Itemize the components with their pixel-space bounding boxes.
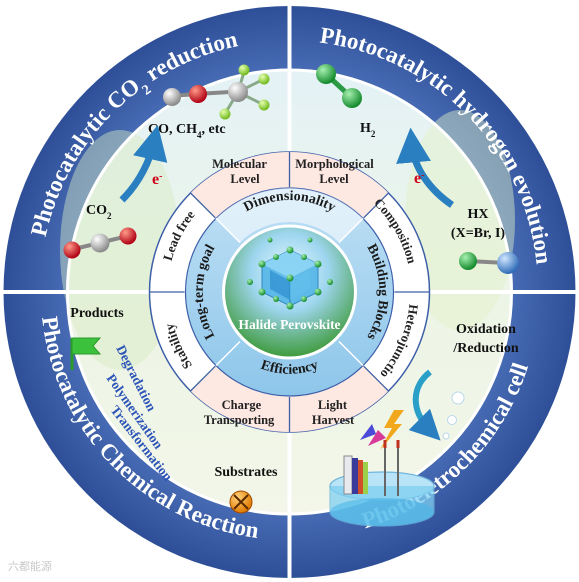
hx-formula-label: (X=Br, I): [451, 226, 505, 241]
background-haze: [405, 110, 515, 330]
co2-arrow-curve-icon: [119, 124, 168, 203]
electrochemical-cell-icon: [329, 440, 435, 527]
pec-arrow-curve-icon: [408, 369, 441, 441]
bubble-icons: [442, 391, 465, 440]
h2-molecule-icon: [316, 64, 362, 108]
inner-ring-dividers: [215, 217, 364, 367]
label-charge-transporting: Charge Transporting: [204, 398, 275, 427]
perovskite-crystal-icon: [247, 237, 333, 310]
h2-arrow-curve-icon: [396, 127, 455, 208]
co2-product-molecule-icon: [163, 64, 270, 120]
substrates-label: Substrates: [214, 465, 278, 480]
co2-electron-label: e-: [152, 171, 162, 189]
label-morphological-level: Morphological Level: [295, 157, 377, 186]
label-light-harvest: Light Harvest: [312, 398, 355, 427]
oxidation-label: Oxidation: [456, 322, 516, 337]
outer-ring-edge: [66, 68, 513, 516]
label-efficiency: Efficiency: [259, 358, 320, 378]
h2-product-label: H2: [360, 121, 376, 139]
h2-electron-label: e-: [414, 170, 424, 188]
hx-label: HX: [468, 207, 489, 222]
reduction-label: /Reduction: [452, 341, 519, 356]
co2-reactant-label: CO2: [86, 203, 112, 221]
cross-circle-icon: [229, 490, 253, 514]
inner-top-band: [216, 188, 363, 243]
middle-ring-dividers: [149, 152, 430, 432]
co2-molecule-icon: [63, 227, 137, 259]
center-title: Halide Perovskite: [238, 317, 340, 332]
hx-molecule-icon: [459, 252, 519, 274]
watermark: 六都能源: [8, 560, 52, 573]
products-label: Products: [70, 306, 124, 321]
label-molecular-level: Molecular Level: [212, 157, 270, 186]
flag-icon: [70, 337, 102, 370]
